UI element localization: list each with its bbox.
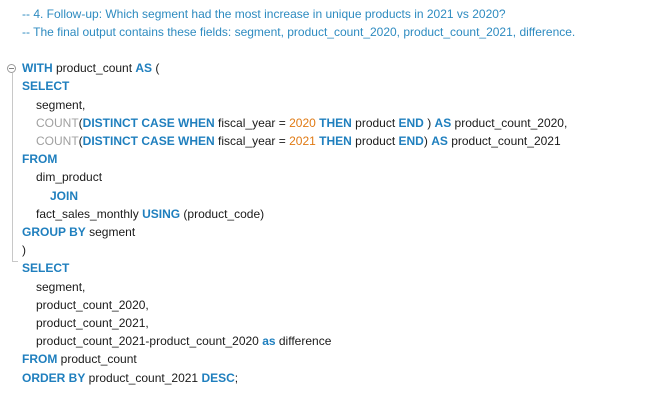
code-token-kw: GROUP BY [22, 225, 86, 239]
code-line-difference: product_count_2021-product_count_2020 as… [36, 332, 331, 350]
code-token-id: ) [423, 134, 432, 148]
code-line-from-1: FROM [22, 150, 57, 168]
code-token-id: segment [85, 225, 136, 239]
code-token-id: (product_code) [180, 207, 265, 221]
code-token-id: product_count_2021 [85, 371, 202, 385]
code-token-kw: SELECT [22, 79, 70, 93]
code-token-fn: COUNT [36, 134, 79, 148]
code-line-pc-2021: product_count_2021, [36, 314, 149, 332]
code-line-group-by: GROUP BY segment [22, 223, 135, 241]
comment-line-1: -- 4. Follow-up: Which segment had the m… [22, 7, 506, 21]
code-token-kw: AS [431, 134, 448, 148]
code-token-id: ( [78, 134, 83, 148]
code-token-kw: SELECT [22, 261, 70, 275]
code-token-kw: FROM [22, 352, 58, 366]
code-line-join: JOIN [50, 187, 78, 205]
code-line-segment-2: segment, [36, 278, 85, 296]
code-token-id: difference [275, 334, 332, 348]
code-token-id: ) [22, 243, 26, 257]
code-token-id: fiscal_year = [214, 134, 290, 148]
code-line-count-2021: COUNT(DISTINCT CASE WHEN fiscal_year = 2… [36, 132, 561, 150]
code-token-kw: JOIN [50, 189, 79, 203]
code-token-id: product [351, 134, 399, 148]
code-line-select-2: SELECT [22, 259, 69, 277]
code-token-id: product_count_2020, [36, 298, 149, 312]
code-token-kw: WITH [22, 61, 53, 75]
code-token-id: product_count_2021 [447, 134, 561, 148]
code-line-pc-2020: product_count_2020, [36, 296, 149, 314]
code-token-kw: DISTINCT [82, 116, 139, 130]
code-token-id: fact_sales_monthly [36, 207, 143, 221]
code-line-dim-product: dim_product [36, 168, 102, 186]
code-token-id: product_count_2021, [36, 316, 149, 330]
code-token-kw: DISTINCT [82, 134, 139, 148]
code-token-kw: END [398, 116, 424, 130]
code-line-order-by: ORDER BY product_count_2021 DESC; [22, 369, 238, 387]
code-token-id: product_count [52, 61, 136, 75]
fold-guide-line [12, 73, 13, 261]
code-token-kw: THEN [319, 116, 352, 130]
code-token-kw: AS [434, 116, 452, 130]
code-token-kw: as [262, 334, 276, 348]
code-token-kw: WHEN [178, 116, 215, 130]
code-token-id: fiscal_year = [214, 116, 290, 130]
code-token-id: dim_product [36, 170, 103, 184]
fold-collapse-icon[interactable] [7, 64, 16, 73]
code-token-num: 2020 [289, 116, 316, 130]
code-token-id: ; [234, 371, 239, 385]
code-token-kw: CASE [141, 116, 175, 130]
code-line-close-paren: ) [22, 241, 26, 259]
code-token-id: segment, [36, 98, 86, 112]
code-token-kw: WHEN [178, 134, 215, 148]
code-token-id: product_count_2021-product_count_2020 [36, 334, 263, 348]
code-token-kw: FROM [22, 152, 58, 166]
code-token-kw: CASE [141, 134, 175, 148]
code-line-with: WITH product_count AS ( [22, 59, 159, 77]
code-token-kw: THEN [319, 134, 352, 148]
code-token-kw: END [398, 134, 424, 148]
code-line-select-1: SELECT [22, 77, 69, 95]
code-token-id: ( [152, 61, 160, 75]
code-line-from-2: FROM product_count [22, 350, 137, 368]
code-token-id: product [351, 116, 399, 130]
fold-guide-end [12, 261, 18, 262]
code-line-fact-sales: fact_sales_monthly USING (product_code) [36, 205, 264, 223]
code-token-fn: COUNT [36, 116, 79, 130]
code-token-id: product_count [57, 352, 137, 366]
code-token-kw: ORDER BY [22, 371, 86, 385]
code-token-id: ( [78, 116, 83, 130]
code-token-num: 2021 [289, 134, 316, 148]
code-token-kw: USING [142, 207, 181, 221]
comment-line-2: -- The final output contains these field… [22, 25, 576, 39]
code-token-id: product_count_2020, [451, 116, 568, 130]
code-token-kw: AS [135, 61, 153, 75]
code-token-id: segment, [36, 280, 86, 294]
code-token-kw: DESC [201, 371, 235, 385]
code-line-count-2020: COUNT(DISTINCT CASE WHEN fiscal_year = 2… [36, 114, 567, 132]
code-token-id: ) [423, 116, 435, 130]
code-line-segment-1: segment, [36, 96, 85, 114]
